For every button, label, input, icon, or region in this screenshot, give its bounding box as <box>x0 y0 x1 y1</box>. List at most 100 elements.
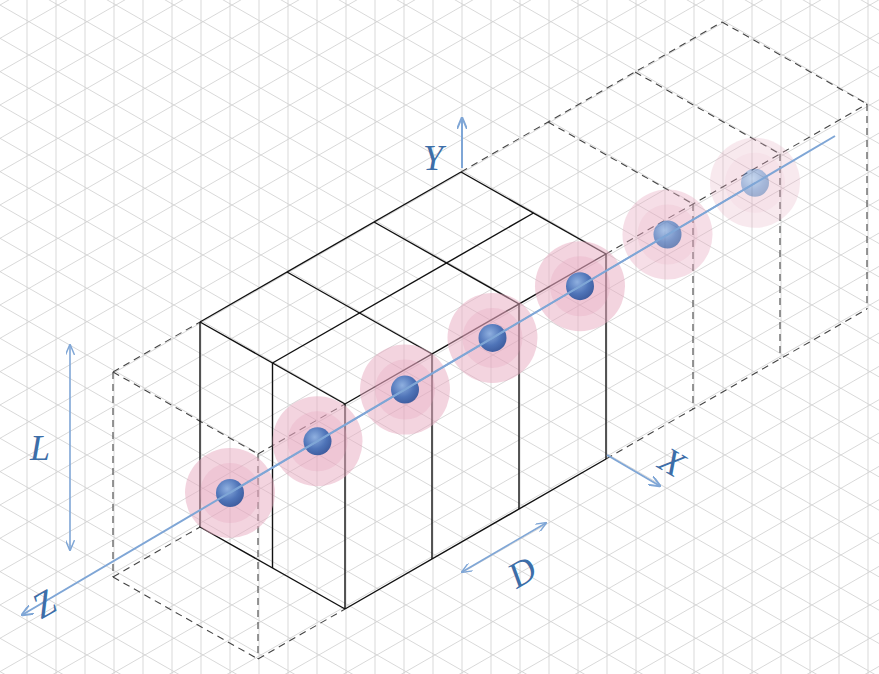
grid-line <box>0 0 879 77</box>
grid-line <box>0 100 879 605</box>
z-axis <box>22 136 835 615</box>
grid-line <box>346 0 347 674</box>
grid-line <box>0 0 879 277</box>
grid-line <box>0 0 879 144</box>
grid-line <box>0 0 879 305</box>
grid-line <box>839 0 840 674</box>
grid-line <box>607 0 608 674</box>
grid-line <box>665 0 666 674</box>
grid-line <box>0 0 879 338</box>
grid-line <box>0 672 879 674</box>
grid-line <box>0 133 879 638</box>
grid-line <box>0 0 879 5</box>
grid-line <box>0 66 879 571</box>
grid-line <box>27 0 28 674</box>
grid-line <box>0 400 879 674</box>
grid-line <box>578 0 579 674</box>
grid-line <box>781 0 782 674</box>
box-edge <box>345 459 606 609</box>
grid-line <box>0 433 879 674</box>
grid-line <box>259 0 260 674</box>
grid-line <box>752 0 753 674</box>
grid-line <box>0 605 879 674</box>
grid-line <box>0 38 879 543</box>
grid-line <box>404 0 405 674</box>
grid-line <box>549 0 550 674</box>
grid-line <box>0 33 879 538</box>
grid-line <box>0 633 879 674</box>
grid-line <box>0 0 879 244</box>
grid-line <box>0 438 879 674</box>
grid-line <box>0 0 879 310</box>
grid-line <box>288 0 289 674</box>
grid-line <box>868 0 869 674</box>
grid-line <box>0 0 879 110</box>
grid-line <box>0 0 879 472</box>
length-dimension <box>69 345 71 550</box>
grid-line <box>201 0 202 674</box>
grid-line <box>0 166 879 671</box>
grid-line <box>0 138 879 643</box>
grid-line <box>0 538 879 674</box>
grid-line <box>810 0 811 674</box>
grid-line <box>56 0 57 674</box>
grid-line <box>0 200 879 674</box>
y-axis-label: Y <box>423 140 443 176</box>
grid-line <box>0 0 879 138</box>
grid-line <box>0 0 879 410</box>
grid-line <box>0 0 879 405</box>
dashed-edge <box>113 577 258 659</box>
grid-line <box>0 0 879 505</box>
grid-line <box>230 0 231 674</box>
grid-line <box>0 600 879 674</box>
grid-line <box>0 338 879 674</box>
cell-line <box>273 213 534 363</box>
x-axis-label: X <box>653 441 690 483</box>
dashed-edge <box>722 22 867 104</box>
grid-line <box>0 0 879 444</box>
length-label: L <box>30 430 50 466</box>
grid-line <box>0 666 879 674</box>
x-axis <box>607 455 660 486</box>
grid-line <box>0 566 879 674</box>
dashed-edge <box>113 322 200 372</box>
dashed-edge <box>866 104 867 309</box>
grid-line <box>172 0 173 674</box>
dashed-edge <box>461 22 722 172</box>
grid-line <box>0 0 879 205</box>
grid-line <box>0 5 879 510</box>
grid-line <box>0 405 879 674</box>
grid-line <box>0 333 879 674</box>
grid-line <box>375 0 376 674</box>
dashed-edge <box>113 527 200 577</box>
cell-box <box>113 22 867 659</box>
grid-line <box>433 0 434 674</box>
cell-size-label: D <box>502 550 543 594</box>
z-axis-overlay <box>230 183 755 493</box>
dashed-edge <box>606 309 867 459</box>
grid-line <box>0 233 879 674</box>
grid-line <box>0 0 879 44</box>
dashed-edge <box>258 609 345 659</box>
grid-line <box>0 505 879 674</box>
grid-line <box>0 0 879 272</box>
grid-line <box>0 266 879 674</box>
grid-line <box>0 0 879 210</box>
grid-line <box>0 466 879 674</box>
grid-line <box>636 0 637 674</box>
grid-line <box>0 105 879 610</box>
cell-line <box>272 363 273 568</box>
grid-line <box>0 638 879 674</box>
grid-line <box>0 572 879 674</box>
grid-line <box>0 472 879 674</box>
grid-line <box>723 0 724 674</box>
grid-line <box>85 0 86 674</box>
box-edge <box>200 172 461 322</box>
dashed-edge <box>113 372 258 454</box>
y-axis <box>461 118 463 168</box>
dashed-edge <box>112 372 113 577</box>
grid-line <box>0 72 879 577</box>
grid-line <box>694 0 695 674</box>
